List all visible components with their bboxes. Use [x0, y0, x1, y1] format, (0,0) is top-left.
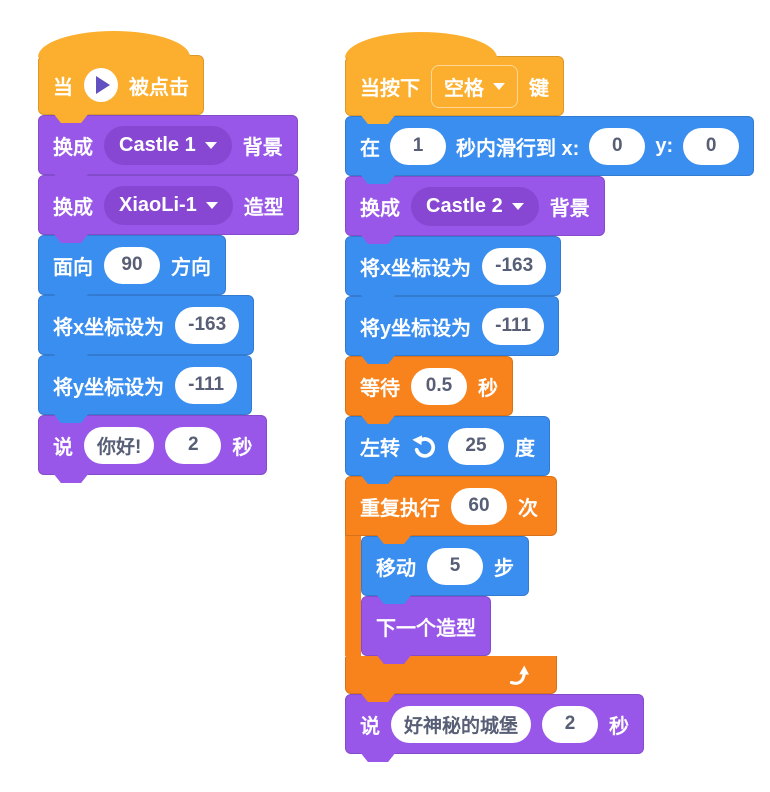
block-label: 将x坐标设为	[360, 257, 472, 280]
repeat-header[interactable]: 重复执行 60 次	[345, 476, 557, 536]
block-set-y[interactable]: 将y坐标设为 -111	[345, 296, 560, 356]
block-turn-left-degrees[interactable]: 左转 25 度	[345, 416, 550, 476]
repeat-footer[interactable]	[345, 656, 557, 694]
block-label: 秒内滑行到 x:	[456, 137, 580, 160]
block-label: 被点击	[129, 76, 189, 99]
message-input[interactable]: 好神秘的城堡	[391, 705, 532, 743]
message-input[interactable]: 你好!	[84, 426, 155, 464]
block-label: 等待	[360, 377, 400, 400]
block-label: y:	[655, 134, 674, 157]
block-label: 造型	[243, 196, 284, 219]
block-label: 背景	[549, 197, 590, 220]
key-dropdown[interactable]: 空格	[431, 64, 518, 108]
dropdown-value: Castle 2	[426, 194, 503, 217]
block-set-x[interactable]: 将x坐标设为 -163	[38, 295, 255, 355]
block-label: 方向	[171, 256, 211, 279]
block-set-y[interactable]: 将y坐标设为 -111	[38, 355, 253, 415]
block-label: 度	[515, 437, 535, 460]
loop-arrow-icon	[509, 665, 529, 685]
block-label: 换成	[360, 197, 400, 220]
play-icon	[84, 68, 118, 102]
block-label: 左转	[360, 437, 400, 460]
seconds-input[interactable]: 2	[542, 705, 599, 743]
direction-input[interactable]: 90	[104, 246, 160, 284]
glide-x-input[interactable]: 0	[589, 127, 646, 165]
backdrop-dropdown[interactable]: Castle 1	[104, 125, 232, 165]
block-wait-secs[interactable]: 等待 0.5 秒	[345, 356, 513, 416]
costume-dropdown[interactable]: XiaoLi-1	[104, 185, 233, 225]
script-stack-right: 当按下 空格 键 在 1 秒内滑行到 x: 0 y: 0 换成 Castle 2…	[345, 31, 755, 754]
dropdown-value: XiaoLi-1	[119, 193, 197, 216]
block-label: 重复执行	[360, 497, 440, 520]
block-say-for-secs[interactable]: 说 好神秘的城堡 2 秒	[345, 694, 645, 754]
block-label: 秒	[232, 436, 253, 459]
block-label: 说	[360, 715, 380, 738]
chevron-down-icon	[511, 202, 524, 210]
block-label: 说	[53, 436, 73, 459]
seconds-input[interactable]: 2	[165, 426, 222, 464]
block-switch-backdrop[interactable]: 换成 Castle 1 背景	[38, 115, 298, 175]
x-input[interactable]: -163	[482, 247, 547, 285]
repeat-count-input[interactable]: 60	[451, 487, 507, 525]
block-point-direction[interactable]: 面向 90 方向	[38, 235, 226, 295]
wait-secs-input[interactable]: 0.5	[411, 367, 467, 405]
block-repeat-times[interactable]: 重复执行 60 次 移动 5 步 下一个造型	[345, 476, 557, 694]
block-when-clicked[interactable]: 当 被点击	[38, 31, 204, 115]
block-switch-costume[interactable]: 换成 XiaoLi-1 造型	[38, 175, 299, 235]
play-triangle-icon	[96, 76, 110, 94]
dropdown-value: Castle 1	[119, 133, 196, 156]
block-say-for-secs[interactable]: 说 你好! 2 秒	[38, 415, 268, 475]
block-label: 在	[360, 137, 380, 160]
block-switch-backdrop[interactable]: 换成 Castle 2 背景	[345, 176, 605, 236]
block-label: 背景	[242, 136, 283, 159]
block-label: 面向	[53, 256, 93, 279]
chevron-down-icon	[205, 201, 218, 209]
dropdown-value: 空格	[444, 77, 484, 100]
glide-secs-input[interactable]: 1	[390, 127, 446, 165]
block-when-key-pressed[interactable]: 当按下 空格 键	[345, 32, 564, 116]
block-label: 次	[518, 497, 538, 520]
y-input[interactable]: -111	[482, 307, 545, 345]
glide-y-input[interactable]: 0	[683, 127, 740, 165]
block-label: 将y坐标设为	[53, 376, 165, 399]
chevron-down-icon	[493, 82, 505, 90]
block-label: 将x坐标设为	[53, 316, 165, 339]
turn-counterclockwise-icon	[412, 435, 435, 458]
backdrop-dropdown[interactable]: Castle 2	[411, 186, 539, 226]
block-label: 键	[529, 77, 549, 100]
block-label: 换成	[53, 136, 93, 159]
block-label: 步	[494, 557, 514, 580]
steps-input[interactable]: 5	[427, 547, 483, 585]
block-label: 下一个造型	[376, 617, 476, 640]
script-stack-left: 当 被点击 换成 Castle 1 背景 换成 XiaoLi-1 造型 面向 9…	[38, 30, 299, 475]
degrees-input[interactable]: 25	[448, 427, 504, 465]
block-next-costume[interactable]: 下一个造型	[361, 596, 491, 656]
block-label: 当	[53, 76, 73, 99]
block-glide-to-xy[interactable]: 在 1 秒内滑行到 x: 0 y: 0	[345, 116, 755, 176]
x-input[interactable]: -163	[175, 306, 240, 344]
block-label: 将y坐标设为	[360, 317, 472, 340]
chevron-down-icon	[204, 141, 217, 149]
block-label: 秒	[478, 377, 498, 400]
block-label: 秒	[609, 715, 630, 738]
block-label: 移动	[376, 557, 416, 580]
y-input[interactable]: -111	[175, 366, 238, 404]
block-move-steps[interactable]: 移动 5 步	[361, 536, 529, 596]
block-label: 当按下	[360, 77, 420, 100]
block-set-x[interactable]: 将x坐标设为 -163	[345, 236, 562, 296]
repeat-body: 移动 5 步 下一个造型	[345, 536, 529, 656]
block-label: 换成	[53, 196, 93, 219]
